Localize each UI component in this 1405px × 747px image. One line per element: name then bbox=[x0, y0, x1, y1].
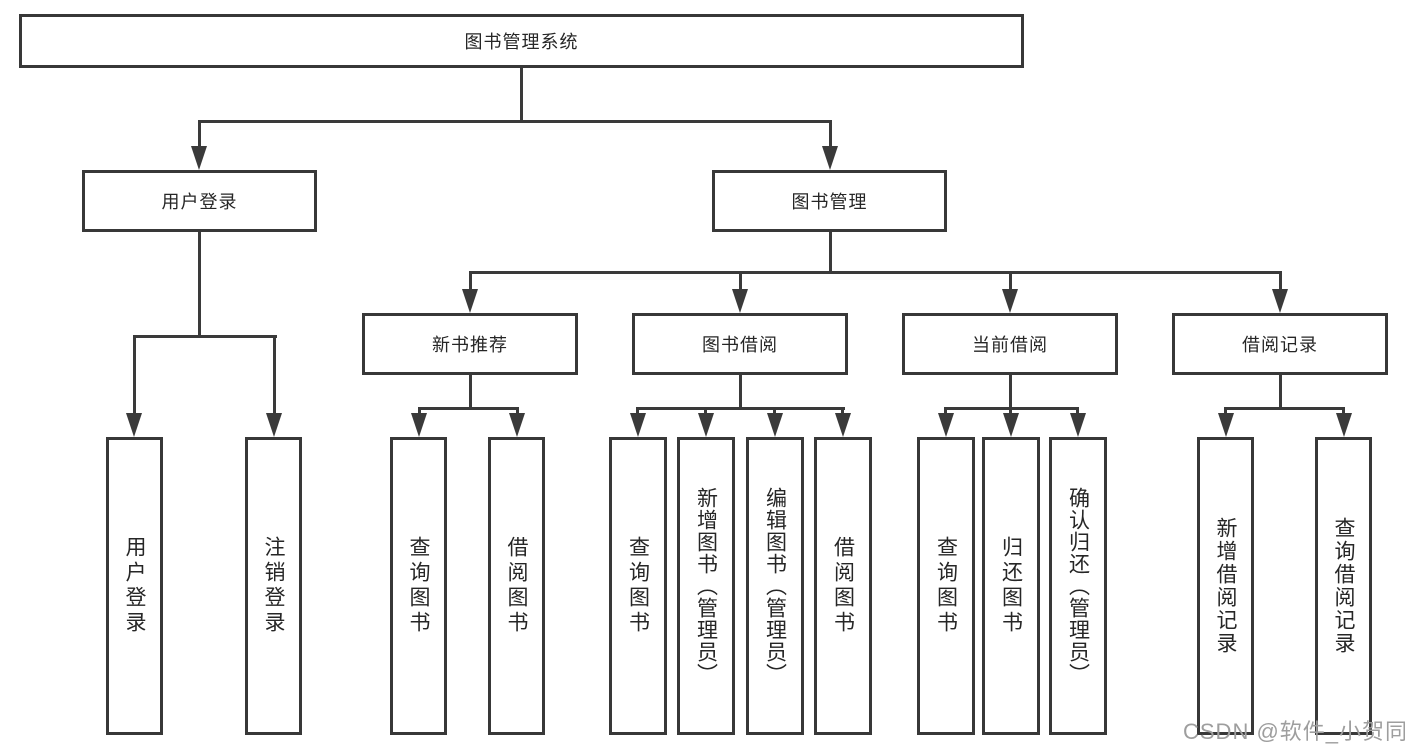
node-leaf-borrowing-edit-books: 编辑图书（管理员） bbox=[746, 437, 804, 735]
arrowhead-down-icon bbox=[937, 413, 954, 437]
arrowhead-down-icon bbox=[1069, 413, 1086, 437]
arrowhead-down-icon bbox=[411, 413, 427, 437]
connector-line bbox=[197, 120, 201, 148]
node-leaf-logout-label: 注销登录 bbox=[262, 536, 285, 636]
arrowhead-down-icon bbox=[266, 413, 282, 437]
connector-line bbox=[1342, 407, 1345, 415]
connector-line bbox=[704, 407, 707, 415]
connector-line bbox=[1224, 407, 1227, 415]
connector-line bbox=[468, 271, 472, 291]
node-leaf-records-query-record: 查询借阅记录 bbox=[1315, 437, 1372, 735]
node-leaf-borrowing-borrow-books: 借阅图书 bbox=[814, 437, 872, 735]
node-leaf-records-query-record-label: 查询借阅记录 bbox=[1332, 517, 1355, 655]
node-new-book-recommend-label: 新书推荐 bbox=[432, 335, 508, 355]
node-leaf-borrowing-query-books-label: 查询图书 bbox=[626, 536, 650, 636]
node-leaf-current-query-books: 查询图书 bbox=[917, 437, 975, 735]
connector-bar bbox=[636, 407, 845, 410]
arrowhead-down-icon bbox=[697, 413, 714, 437]
connector-bar bbox=[468, 271, 1282, 274]
arrowhead-down-icon bbox=[126, 413, 142, 437]
node-leaf-records-add-record-label: 新增借阅记录 bbox=[1214, 517, 1237, 655]
node-leaf-borrowing-borrow-books-label: 借阅图书 bbox=[831, 536, 855, 636]
node-book-borrowing: 图书借阅 bbox=[632, 313, 848, 375]
node-leaf-recommend-query-books-label: 查询图书 bbox=[407, 536, 430, 636]
connector-line bbox=[944, 407, 947, 415]
node-leaf-borrowing-edit-books-label: 编辑图书（管理员） bbox=[763, 487, 787, 685]
node-leaf-current-return-books: 归还图书 bbox=[982, 437, 1040, 735]
arrowhead-down-icon bbox=[1002, 413, 1019, 437]
connector-line bbox=[1008, 271, 1012, 291]
connector-line bbox=[515, 407, 519, 415]
connector-line bbox=[197, 232, 201, 338]
node-leaf-borrowing-add-books: 新增图书（管理员） bbox=[677, 437, 735, 735]
node-root-label: 图书管理系统 bbox=[464, 32, 579, 52]
node-borrowing-records: 借阅记录 bbox=[1172, 313, 1388, 375]
arrowhead-down-icon bbox=[834, 413, 851, 437]
arrowhead-down-icon bbox=[1002, 289, 1018, 313]
connector-line bbox=[417, 407, 421, 415]
node-leaf-current-confirm-return: 确认归还（管理员） bbox=[1049, 437, 1107, 735]
connector-line bbox=[468, 375, 472, 410]
connector-line bbox=[841, 407, 844, 415]
connector-line bbox=[636, 407, 639, 415]
connector-bar bbox=[417, 407, 519, 410]
node-user-login: 用户登录 bbox=[82, 170, 317, 232]
node-leaf-user-login-label: 用户登录 bbox=[123, 536, 146, 636]
node-book-management-label: 图书管理 bbox=[791, 192, 868, 212]
connector-bar bbox=[132, 335, 277, 338]
connector-line bbox=[1009, 407, 1012, 415]
connector-line bbox=[738, 375, 742, 410]
connector-line bbox=[1008, 375, 1012, 410]
connector-line bbox=[738, 271, 742, 291]
arrowhead-down-icon bbox=[822, 146, 838, 170]
csdn-watermark: CSDN @软件_小贺同学 bbox=[1183, 719, 1405, 744]
node-leaf-user-login: 用户登录 bbox=[106, 437, 163, 735]
connector-line bbox=[828, 120, 832, 148]
node-root: 图书管理系统 bbox=[19, 14, 1024, 68]
node-book-borrowing-label: 图书借阅 bbox=[702, 335, 778, 355]
arrowhead-down-icon bbox=[1217, 413, 1234, 437]
connector-line bbox=[519, 68, 523, 123]
connector-line bbox=[1278, 271, 1282, 291]
node-book-management: 图书管理 bbox=[712, 170, 947, 232]
node-leaf-current-confirm-return-label: 确认归还（管理员） bbox=[1066, 487, 1090, 685]
connector-line bbox=[1076, 407, 1079, 415]
node-leaf-logout: 注销登录 bbox=[245, 437, 302, 735]
node-new-book-recommend: 新书推荐 bbox=[362, 313, 578, 375]
connector-bar bbox=[197, 120, 832, 123]
arrowhead-down-icon bbox=[1335, 413, 1352, 437]
node-leaf-borrowing-query-books: 查询图书 bbox=[609, 437, 667, 735]
node-leaf-records-add-record: 新增借阅记录 bbox=[1197, 437, 1254, 735]
connector-line bbox=[272, 335, 276, 415]
node-leaf-recommend-query-books: 查询图书 bbox=[390, 437, 447, 735]
node-current-borrowing: 当前借阅 bbox=[902, 313, 1118, 375]
node-leaf-recommend-borrow-books: 借阅图书 bbox=[488, 437, 545, 735]
node-leaf-borrowing-add-books-label: 新增图书（管理员） bbox=[694, 487, 718, 685]
node-borrowing-records-label: 借阅记录 bbox=[1242, 335, 1318, 355]
node-leaf-recommend-borrow-books-label: 借阅图书 bbox=[505, 536, 528, 636]
connector-line bbox=[132, 335, 136, 415]
connector-line bbox=[1278, 375, 1282, 410]
node-leaf-current-return-books-label: 归还图书 bbox=[999, 536, 1023, 636]
node-user-login-label: 用户登录 bbox=[161, 192, 238, 212]
arrowhead-down-icon bbox=[766, 413, 783, 437]
arrowhead-down-icon bbox=[191, 146, 207, 170]
node-current-borrowing-label: 当前借阅 bbox=[972, 335, 1048, 355]
connector-line bbox=[773, 407, 776, 415]
arrowhead-down-icon bbox=[732, 289, 748, 313]
arrowhead-down-icon bbox=[509, 413, 525, 437]
connector-bar bbox=[1224, 407, 1345, 410]
arrowhead-down-icon bbox=[462, 289, 478, 313]
arrowhead-down-icon bbox=[1272, 289, 1288, 313]
connector-line bbox=[828, 232, 832, 274]
node-leaf-current-query-books-label: 查询图书 bbox=[934, 536, 958, 636]
arrowhead-down-icon bbox=[629, 413, 646, 437]
